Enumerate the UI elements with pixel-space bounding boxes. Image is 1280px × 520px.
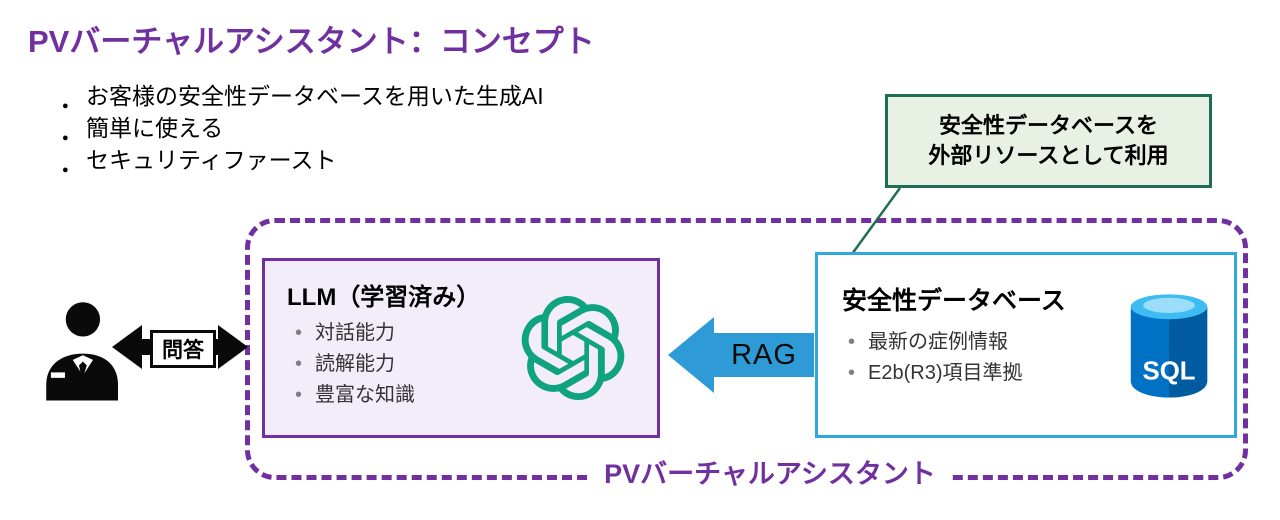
llm-item: 対話能力	[295, 318, 657, 349]
database-box: 安全性データベース 最新の症例情報 E2b(R3)項目準拠 SQL	[815, 252, 1237, 438]
db-item: E2b(R3)項目準拠	[848, 358, 1234, 389]
callout-line-1: 安全性データベースを	[939, 113, 1158, 138]
rag-arrow: RAG	[668, 317, 814, 393]
bullet-item: お客様の安全性データベースを用いた生成AI	[62, 80, 544, 122]
intro-bullet-list: お客様の安全性データベースを用いた生成AI 簡単に使える セキュリティファースト	[62, 80, 544, 186]
sql-icon-label: SQL	[1142, 357, 1195, 385]
sql-database-icon: SQL	[1130, 294, 1208, 398]
qa-arrow-left-head	[112, 325, 142, 369]
callout-line-2: 外部リソースとして利用	[928, 143, 1169, 168]
bullet-item: セキュリティファースト	[62, 144, 544, 186]
rag-arrow-head	[668, 317, 714, 393]
callout-note: 安全性データベースを 外部リソースとして利用	[885, 94, 1212, 188]
rag-arrow-body: RAG	[714, 333, 814, 377]
llm-item: 読解能力	[295, 349, 657, 380]
llm-box: LLM（学習済み） 対話能力 読解能力 豊富な知識	[262, 258, 660, 438]
openai-logo-icon	[521, 296, 625, 400]
qa-label: 問答	[150, 330, 216, 368]
rag-label: RAG	[731, 338, 797, 371]
database-box-title: 安全性データベース	[842, 287, 1066, 315]
qa-arrow-right-head	[218, 325, 248, 369]
llm-capability-list: 対話能力 読解能力 豊富な知識	[295, 318, 657, 411]
pv-assistant-label: PVバーチャルアシスタント	[588, 452, 952, 491]
user-icon	[46, 302, 118, 401]
llm-box-title: LLM（学習済み）	[287, 284, 481, 311]
page-title: PVバーチャルアシスタント：コンセプト	[28, 24, 595, 59]
bullet-item: 簡単に使える	[62, 112, 544, 154]
llm-item: 豊富な知識	[295, 380, 657, 411]
callout-connector-line	[850, 187, 902, 255]
db-item: 最新の症例情報	[848, 327, 1234, 358]
database-feature-list: 最新の症例情報 E2b(R3)項目準拠	[848, 327, 1234, 389]
